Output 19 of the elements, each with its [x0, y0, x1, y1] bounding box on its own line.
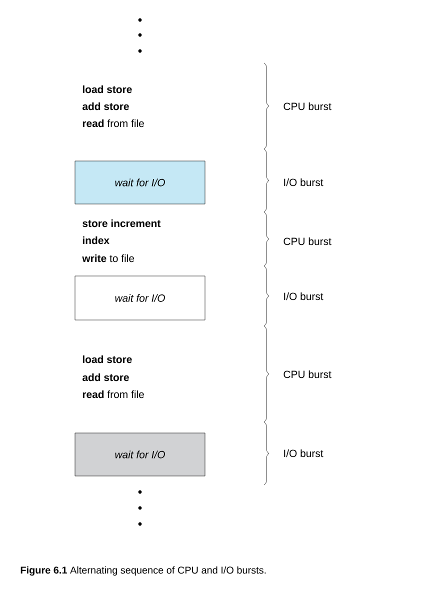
burst-label: CPU burst [284, 237, 332, 246]
burst-label: I/O burst [284, 449, 324, 458]
code-line: add store [82, 102, 129, 110]
burst-label: CPU burst [284, 370, 332, 378]
caption: Figure 6.1 Alternating sequence of CPU and I/O bursts. [20, 566, 266, 576]
code-line: store increment [82, 219, 161, 228]
burst-label: I/O burst [284, 292, 324, 300]
code-line: read from file [82, 390, 144, 398]
process-box: wait for I/O [74, 432, 206, 476]
code-line: write to file [82, 254, 134, 262]
process-box: wait for I/O [74, 276, 206, 320]
burst-label: CPU burst [284, 102, 332, 110]
code-line: load store [82, 85, 132, 94]
code-line: load store [82, 355, 132, 364]
burst-label: I/O burst [284, 178, 324, 186]
code-line: read from file [82, 119, 144, 128]
code-line: index [82, 236, 110, 244]
process-box: wait for I/O [74, 160, 206, 204]
code-line: add store [82, 373, 129, 382]
